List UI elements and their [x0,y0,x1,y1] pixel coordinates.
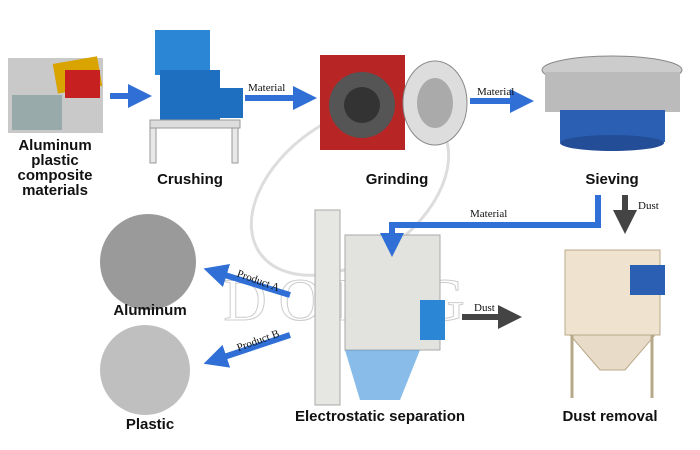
plastic-powder-image [100,325,190,415]
sieve-image [541,55,683,151]
label-sieving: Sieving [585,171,639,188]
label-plastic: Plastic [125,416,175,433]
crusher-image [149,30,243,164]
arrow-label-material-3: Material [470,208,508,220]
arrow-label-material-2: Material [477,86,515,98]
arrow-sieving-to-separation [380,195,601,257]
arrow-label-dust-2: Dust [474,302,495,314]
arrow-label-material-1: Material [248,82,286,94]
electrostatic-separator-image [314,209,445,406]
dust-collector-image [564,249,665,398]
label-electrostatic: Electrostatic separation [294,408,466,425]
label-grinding: Grinding [365,171,429,188]
arrow-product-a [203,264,291,298]
composite-materials-image [8,56,103,133]
arrow-product-b [203,332,291,368]
label-raw-material: Aluminum plastic composite materials [17,137,93,199]
aluminum-powder-image [100,214,196,310]
label-dust-removal: Dust removal [562,408,658,425]
grinder-image [320,55,468,150]
arrow-label-dust-1: Dust [638,200,659,212]
label-crushing: Crushing [157,171,223,188]
label-aluminum: Aluminum [113,302,187,319]
